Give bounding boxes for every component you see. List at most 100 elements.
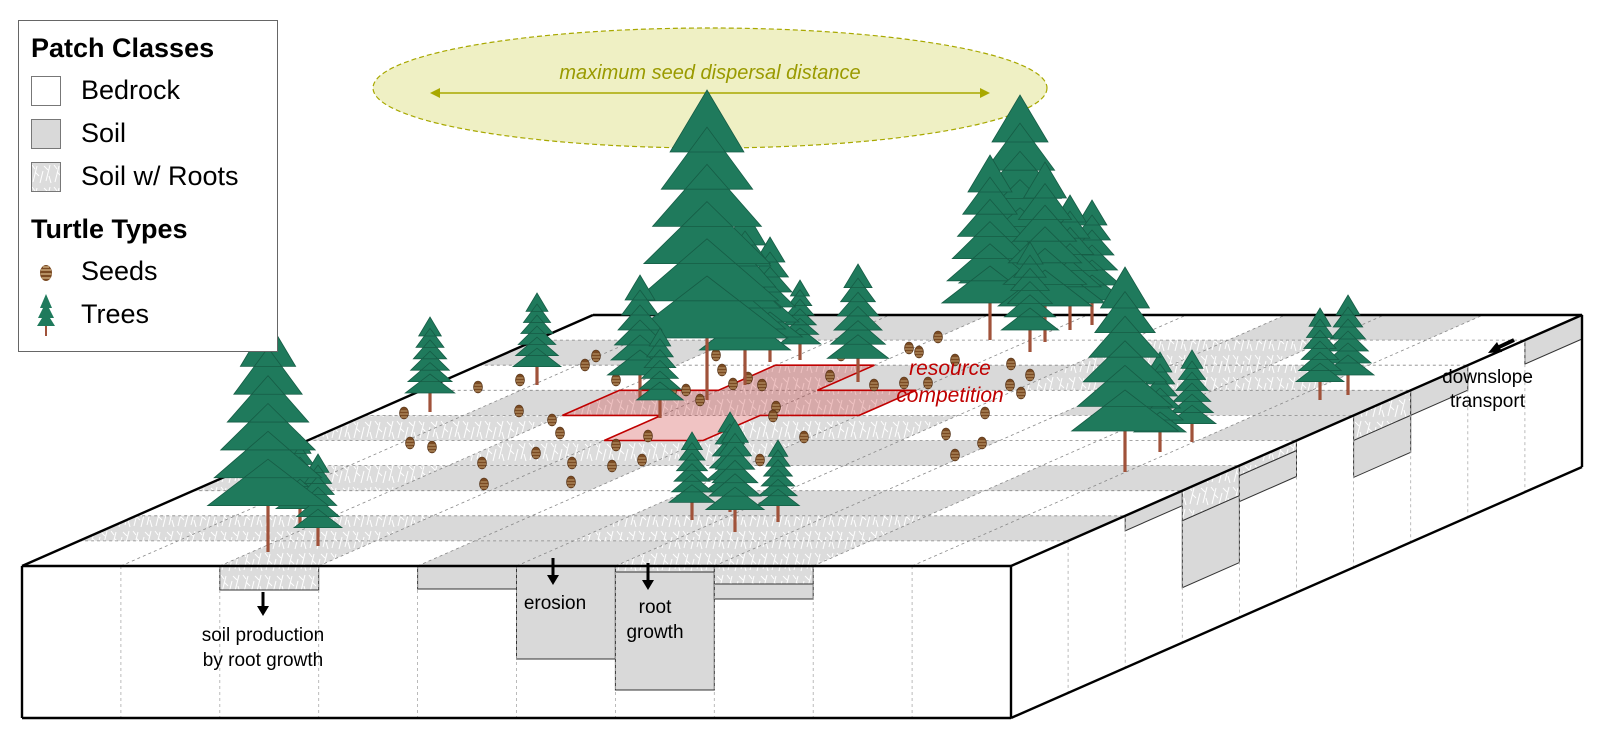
pinecone-icon — [768, 409, 778, 423]
pinecone-scale — [756, 457, 764, 465]
pinecone-scale — [951, 357, 959, 365]
pinecone-icon — [757, 378, 767, 392]
seed — [977, 436, 987, 450]
pinecone-icon — [399, 406, 409, 420]
pinecone-scale — [400, 410, 408, 418]
patch-cell — [406, 415, 563, 441]
legend-item-soil: Soil — [31, 112, 277, 155]
seed — [547, 413, 557, 427]
seed — [567, 456, 577, 470]
side-cross-section — [1011, 314, 1583, 718]
front-cross-section — [22, 565, 1011, 718]
legend-label: Seeds — [81, 256, 158, 286]
pinecone-icon — [31, 255, 61, 289]
pinecone-scale — [934, 334, 942, 342]
tree-foliage — [704, 419, 766, 510]
legend-turtle-title: Turtle Types — [31, 214, 188, 244]
patch-cell — [391, 465, 548, 491]
seed — [1005, 378, 1015, 392]
pinecone-scale — [1026, 372, 1034, 380]
patch-cell — [984, 465, 1141, 491]
pinecone-icon — [1016, 386, 1026, 400]
pinecone-scale — [568, 460, 576, 468]
patch-cell — [672, 515, 829, 541]
patch-cell — [375, 515, 532, 541]
patch-cell — [1327, 315, 1484, 341]
seed — [479, 477, 489, 491]
tree-foliage — [206, 319, 330, 506]
pinecone-icon — [555, 426, 565, 440]
patch-cell — [417, 540, 574, 566]
tree-foliage — [511, 292, 563, 367]
grid-line — [516, 314, 1088, 567]
pinecone-icon — [941, 427, 951, 441]
pinecone-scale — [515, 408, 523, 416]
pinecone-icon — [547, 413, 557, 427]
block-edge — [1010, 313, 1583, 568]
pinecone-icon — [643, 429, 653, 443]
pinecone-icon — [1006, 357, 1016, 371]
tree — [404, 316, 456, 412]
soil-swatch — [31, 118, 61, 149]
tree-foliage — [625, 89, 789, 339]
legend-label: Soil w/ Roots — [81, 161, 239, 191]
pinecone-scale — [1006, 382, 1014, 390]
seed — [611, 373, 621, 387]
tree — [635, 327, 685, 418]
tree-foliage — [1294, 307, 1346, 382]
pinecone-icon — [950, 448, 960, 462]
pinecone-scale — [712, 352, 720, 360]
seed — [477, 456, 487, 470]
seed — [980, 406, 990, 420]
pinecone-icon — [1025, 368, 1035, 382]
legend-label: Bedrock — [81, 75, 181, 105]
pinecone-scale — [428, 444, 436, 452]
competition-label-2: competition — [896, 384, 1004, 407]
pinecone-icon — [580, 358, 590, 372]
soil-roots-swatch — [31, 161, 61, 192]
patch-cell — [1197, 415, 1354, 441]
pinecone-icon — [695, 393, 705, 407]
patch-cell — [729, 490, 886, 516]
arrow-head-icon — [257, 606, 269, 616]
arrow-head-icon — [1488, 342, 1502, 353]
tree — [1320, 294, 1376, 395]
pinecone-icon — [611, 438, 621, 452]
pinecone-icon — [607, 459, 617, 473]
pinecone-scale — [644, 433, 652, 441]
seed — [681, 383, 691, 397]
seed — [637, 453, 647, 467]
pinecone-scale — [1007, 361, 1015, 369]
patch-cell — [661, 390, 818, 416]
pinecone-icon — [899, 376, 909, 390]
seed — [799, 430, 809, 444]
seed-dispersal-ellipse — [372, 27, 1048, 149]
patch-cell — [760, 390, 917, 416]
patch-cell — [817, 365, 974, 391]
arrow-head-icon — [642, 580, 654, 590]
block-edge — [1010, 465, 1583, 720]
tree-foliage — [1070, 266, 1180, 432]
pinecone-scale — [612, 442, 620, 450]
legend-item-soil-roots: Soil w/ Roots — [31, 155, 277, 198]
tree — [826, 263, 890, 382]
pinecone-icon — [977, 436, 987, 450]
pinecone-icon — [514, 404, 524, 418]
tree — [1166, 349, 1218, 442]
pinecone-icon — [950, 353, 960, 367]
patch-cell — [615, 540, 772, 566]
pinecone-icon — [405, 436, 415, 450]
patch-cell — [547, 440, 704, 466]
tree-foliage — [404, 316, 456, 394]
conifer-tree-icon — [31, 293, 61, 336]
pinecone-icon — [869, 378, 879, 392]
pinecone-scale — [870, 382, 878, 390]
seed — [869, 378, 879, 392]
patch-cell — [178, 515, 334, 541]
pinecone-scale — [474, 384, 482, 392]
arrow-head-right-icon — [980, 88, 990, 98]
seed — [950, 448, 960, 462]
seed — [711, 348, 721, 362]
legend-item-seeds: Seeds — [31, 250, 277, 293]
